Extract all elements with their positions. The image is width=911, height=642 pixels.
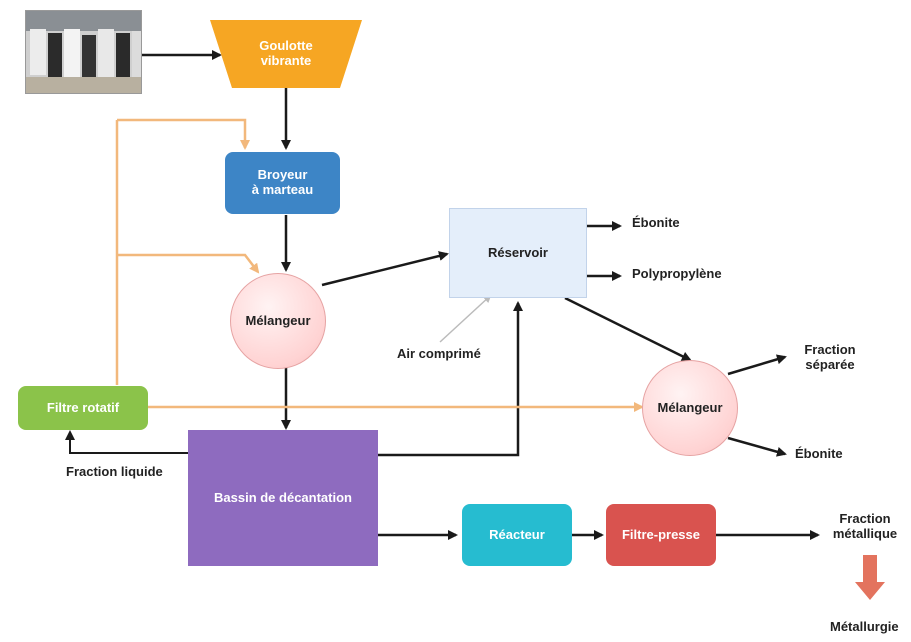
arrow-melangeur2-to-ebonite: [727, 436, 787, 457]
bassin-de-decantation-node: Bassin de décantation: [188, 430, 378, 566]
arrow-reservoir-to-melangeur2: [564, 296, 692, 362]
filtre-rotatif-label: Filtre rotatif: [46, 399, 120, 415]
bassin-label: Bassin de décantation: [214, 489, 352, 505]
melangeur-1-label: Mélangeur: [245, 312, 311, 328]
arrow-melangeur-to-reservoir: [321, 251, 449, 287]
down-arrow-icon: [855, 555, 885, 600]
recycle-arrow-to-broyeur: [117, 118, 250, 150]
arrow-bassin-to-filtre-rotatif: [65, 430, 188, 454]
reservoir-label: Réservoir: [488, 244, 548, 260]
input-air-comprime: Air comprimé: [397, 346, 481, 361]
arrow-melangeur2-to-fraction-separee: [727, 354, 787, 376]
melangeur-2-label: Mélangeur: [657, 399, 723, 415]
broyeur-a-marteau-node: Broyeur à marteau: [225, 152, 340, 214]
reservoir-node: Réservoir: [449, 208, 587, 298]
filtre-presse-label: Filtre-presse: [621, 526, 701, 542]
filtre-rotatif-node: Filtre rotatif: [18, 386, 148, 430]
output-fraction-metallique: Fraction métallique: [832, 511, 898, 541]
melangeur-1-node: Mélangeur: [230, 273, 326, 369]
melangeur-2-node: Mélangeur: [642, 360, 738, 456]
output-metallurgie: Métallurgie: [830, 619, 899, 634]
recycle-arrow-to-melangeur1: [117, 253, 260, 274]
output-ebonite-1: Ébonite: [632, 215, 680, 230]
battery-pile-photo-icon: [25, 10, 142, 94]
reacteur-label: Réacteur: [489, 526, 545, 542]
output-fraction-separee: Fraction séparée: [804, 342, 856, 372]
goulotte-vibrante-node: Goulotte vibrante: [232, 24, 340, 84]
goulotte-shape: [210, 20, 362, 88]
goulotte-vibrante-label: Goulotte vibrante: [259, 38, 313, 68]
output-ebonite-2: Ébonite: [795, 446, 843, 461]
reacteur-node: Réacteur: [462, 504, 572, 566]
output-polypropylene: Polypropylène: [632, 266, 722, 281]
output-fraction-liquide: Fraction liquide: [66, 464, 163, 479]
broyeur-label: Broyeur à marteau: [251, 167, 314, 197]
arrow-bassin-to-reservoir: [378, 301, 523, 457]
filtre-presse-node: Filtre-presse: [606, 504, 716, 566]
arrow-air-comprime: [439, 294, 492, 343]
